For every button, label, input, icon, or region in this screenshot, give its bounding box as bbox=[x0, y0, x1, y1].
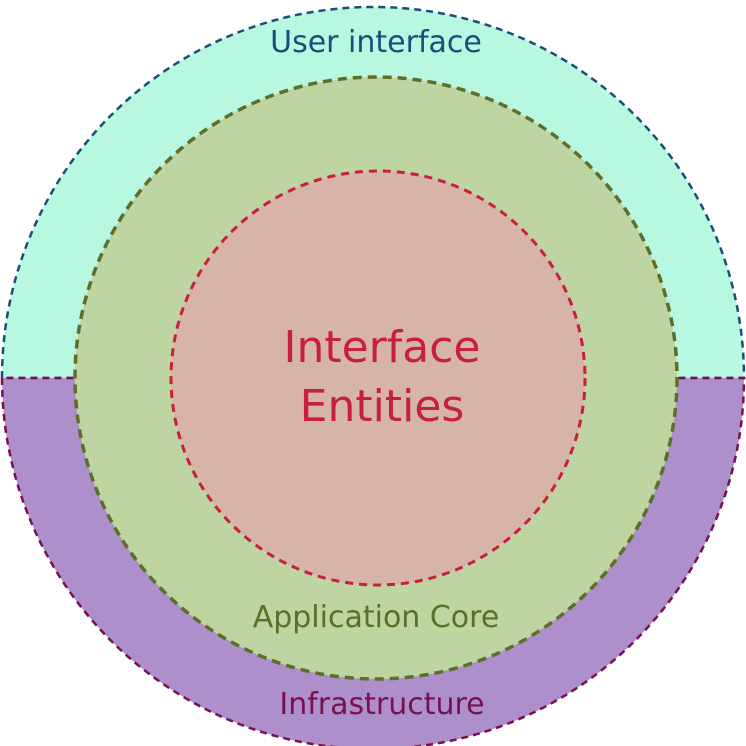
user-interface-label: User interface bbox=[270, 25, 482, 60]
application-core-label: Application Core bbox=[253, 600, 500, 635]
entities-label-line-2: Entities bbox=[300, 381, 465, 432]
entities-label-line-1: Interface bbox=[284, 322, 481, 373]
interface-entities-layer bbox=[169, 169, 587, 587]
infrastructure-label: Infrastructure bbox=[279, 687, 484, 722]
